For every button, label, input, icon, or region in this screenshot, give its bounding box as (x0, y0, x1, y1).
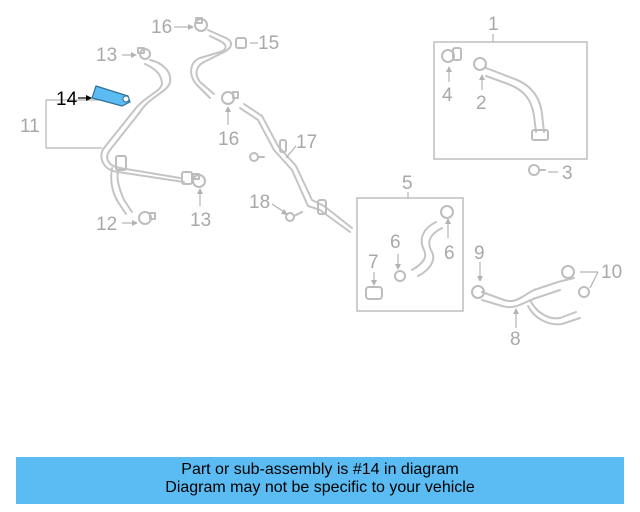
callout-6-right: 6 (444, 243, 455, 264)
clamp-16-lower (221, 91, 239, 105)
highlighted-part-14[interactable] (91, 85, 131, 107)
clamp-3 (528, 164, 546, 176)
clamp-13-lower (192, 173, 206, 188)
callout-13-lower: 13 (190, 210, 211, 231)
hose-box-1 (441, 47, 549, 141)
banner-line-1: Part or sub-assembly is #14 in diagram (181, 461, 459, 478)
callout-16-lower: 16 (218, 129, 239, 150)
callout-17: 17 (296, 132, 317, 153)
callout-12: 12 (96, 214, 117, 235)
clamp-16-top (194, 17, 208, 32)
callout-5: 5 (402, 173, 413, 194)
callout-8: 8 (510, 329, 521, 350)
hose-assembly-11 (100, 59, 193, 215)
callout-15: 15 (258, 33, 279, 54)
callout-13-top: 13 (96, 45, 117, 66)
callout-1: 1 (488, 14, 499, 35)
callout-10: 10 (601, 262, 622, 283)
arrow-14 (86, 95, 92, 101)
callout-7: 7 (368, 252, 379, 273)
callout-11: 11 (20, 116, 40, 137)
bolt-18-lower (285, 211, 303, 222)
leader-17 (285, 145, 297, 159)
info-banner: Part or sub-assembly is #14 in diagram D… (16, 457, 624, 504)
banner-line-2: Diagram may not be specific to your vehi… (165, 479, 475, 496)
callout-4: 4 (442, 85, 453, 106)
box-1 (433, 41, 588, 160)
callout-2: 2 (476, 93, 487, 114)
clamp-13-top (137, 47, 151, 60)
bolt-18-top (249, 152, 265, 162)
pipe-17 (239, 103, 353, 233)
parts-diagram: 11 14 13 12 13 16 15 (20, 14, 622, 350)
leader-10 (580, 271, 599, 289)
callout-18: 18 (249, 192, 270, 213)
clamp-12 (138, 211, 156, 225)
callout-6-left: 6 (390, 232, 401, 253)
callout-3: 3 (562, 163, 573, 184)
leader-18 (271, 203, 285, 213)
bracket-11 (45, 99, 102, 149)
callout-9: 9 (474, 243, 485, 264)
hose-box-5 (365, 205, 454, 300)
callout-16-top: 16 (151, 17, 172, 38)
box-5 (356, 197, 464, 312)
callout-14[interactable]: 14 (56, 89, 78, 110)
hose-15 (190, 29, 247, 99)
hose-8 (471, 265, 590, 326)
